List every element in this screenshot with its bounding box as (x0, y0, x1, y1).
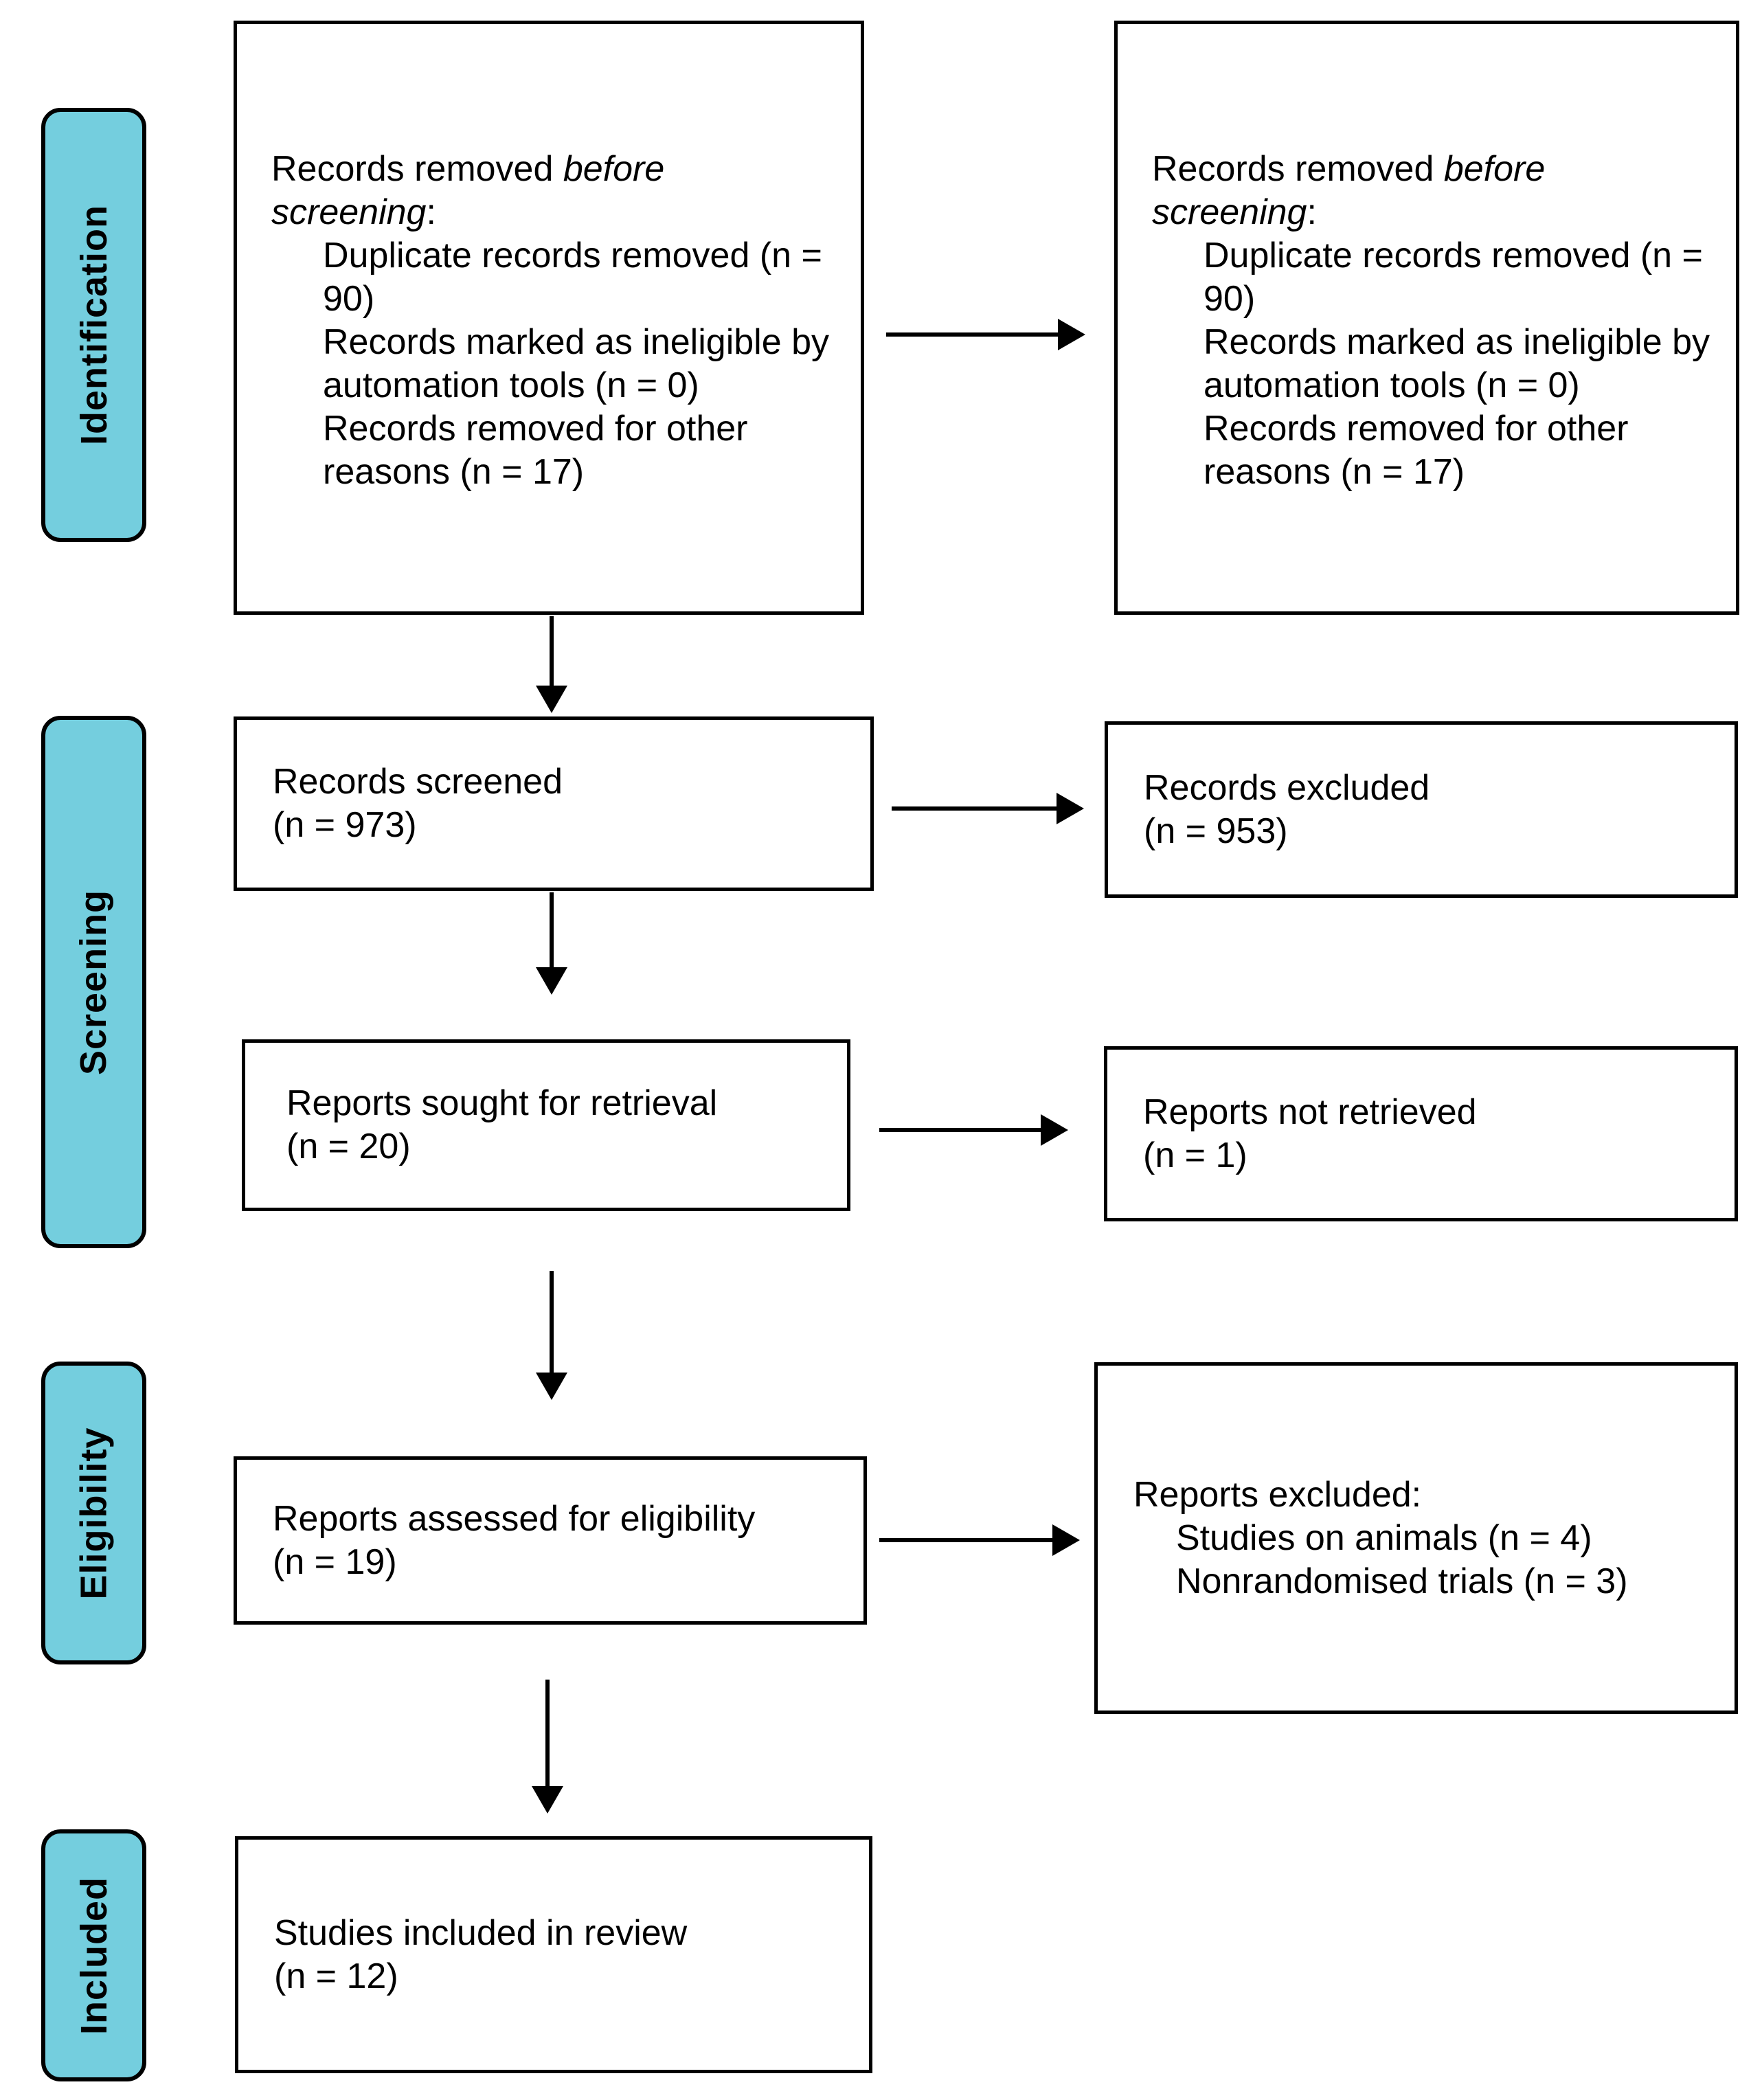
stage-label-screening: Screening (73, 889, 115, 1075)
box-records-removed-left: Records removed before screening: Duplic… (234, 21, 864, 615)
reports-sought-count: (n = 20) (286, 1127, 411, 1166)
records-removed-lead-italic: before screening (271, 149, 665, 232)
records-excluded-title: Records excluded (1144, 767, 1430, 808)
arrowhead-right-icon (1052, 1524, 1080, 1556)
arrowhead-down-icon (536, 967, 567, 995)
stage-label-identification: Identification (73, 205, 115, 445)
reports-not-retrieved-count: (n = 1) (1143, 1135, 1247, 1175)
arrow-shaft (879, 1128, 1046, 1132)
reports-sought-title: Reports sought for retrieval (286, 1083, 718, 1123)
arrow-shaft (550, 1271, 554, 1378)
records-removed-item-other: Records removed for other reasons (n = 1… (1204, 409, 1629, 492)
box-reports-assessed: Reports assessed for eligibility (n = 19… (234, 1456, 867, 1625)
records-removed-item-duplicates: Duplicate records removed (n = 90) (1204, 236, 1703, 319)
arrow-shaft (892, 806, 1062, 811)
arrow-screened-to-excluded (892, 793, 1084, 824)
stage-bar-identification: Identification (41, 108, 146, 542)
records-removed-lead-text: Records removed (271, 149, 563, 189)
reports-excluded-item-nonrandomised: Nonrandomised trials (n = 3) (1176, 1561, 1628, 1601)
arrowhead-down-icon (536, 1373, 567, 1400)
arrowhead-down-icon (532, 1786, 563, 1814)
arrow-shaft (879, 1538, 1058, 1542)
box-records-excluded: Records excluded (n = 953) (1105, 721, 1738, 898)
arrowhead-down-icon (536, 686, 567, 713)
records-removed-lead-colon: : (426, 192, 436, 232)
arrow-shaft (550, 892, 554, 973)
arrow-shaft (550, 616, 554, 691)
stage-bar-eligibility: Eligibility (41, 1362, 146, 1664)
reports-assessed-title: Reports assessed for eligibility (273, 1498, 756, 1539)
stage-bar-included: Included (41, 1829, 146, 2081)
stage-bar-screening: Screening (41, 716, 146, 1248)
arrow-screened-to-sought (536, 892, 567, 995)
reports-excluded-title: Reports excluded: (1133, 1474, 1422, 1515)
box-records-removed-right: Records removed before screening: Duplic… (1114, 21, 1739, 615)
arrow-sought-to-not-retrieved (879, 1114, 1068, 1146)
studies-included-count: (n = 12) (274, 1956, 398, 1996)
box-records-screened: Records screened (n = 973) (234, 716, 874, 891)
records-screened-count: (n = 973) (273, 805, 417, 845)
records-removed-item-automation: Records marked as ineligible by automati… (1204, 322, 1710, 405)
arrowhead-right-icon (1058, 319, 1085, 350)
arrow-shaft (886, 332, 1063, 337)
arrow-shaft (545, 1680, 550, 1792)
records-removed-lead: Records removed before screening: (1152, 148, 1633, 234)
box-reports-not-retrieved: Reports not retrieved (n = 1) (1104, 1046, 1738, 1221)
records-removed-item-automation: Records marked as ineligible by automati… (323, 322, 830, 405)
arrow-removed-left-to-right (886, 319, 1085, 350)
box-studies-included: Studies included in review (n = 12) (235, 1836, 872, 2073)
arrow-sought-to-assessed (536, 1271, 567, 1400)
arrowhead-right-icon (1041, 1114, 1068, 1146)
reports-assessed-count: (n = 19) (273, 1542, 397, 1582)
records-screened-title: Records screened (273, 762, 563, 802)
box-reports-excluded: Reports excluded: Studies on animals (n … (1094, 1362, 1738, 1714)
arrow-assessed-to-excluded (879, 1524, 1080, 1556)
arrow-assessed-to-included (532, 1680, 563, 1814)
records-removed-item-duplicates: Duplicate records removed (n = 90) (323, 236, 822, 319)
stage-label-eligibility: Eligibility (73, 1426, 115, 1600)
arrow-identification-to-screened (536, 616, 567, 713)
records-removed-item-other: Records removed for other reasons (n = 1… (323, 409, 748, 492)
box-reports-sought: Reports sought for retrieval (n = 20) (242, 1039, 850, 1211)
studies-included-title: Studies included in review (274, 1912, 688, 1953)
records-removed-lead: Records removed before screening: (271, 148, 752, 234)
records-removed-lead-text: Records removed (1152, 149, 1444, 189)
arrowhead-right-icon (1057, 793, 1084, 824)
records-removed-lead-colon: : (1307, 192, 1317, 232)
records-removed-lead-italic: before screening (1152, 149, 1546, 232)
reports-not-retrieved-title: Reports not retrieved (1143, 1092, 1477, 1132)
stage-label-included: Included (73, 1876, 115, 2035)
records-excluded-count: (n = 953) (1144, 811, 1288, 851)
reports-excluded-item-animals: Studies on animals (n = 4) (1176, 1517, 1592, 1558)
